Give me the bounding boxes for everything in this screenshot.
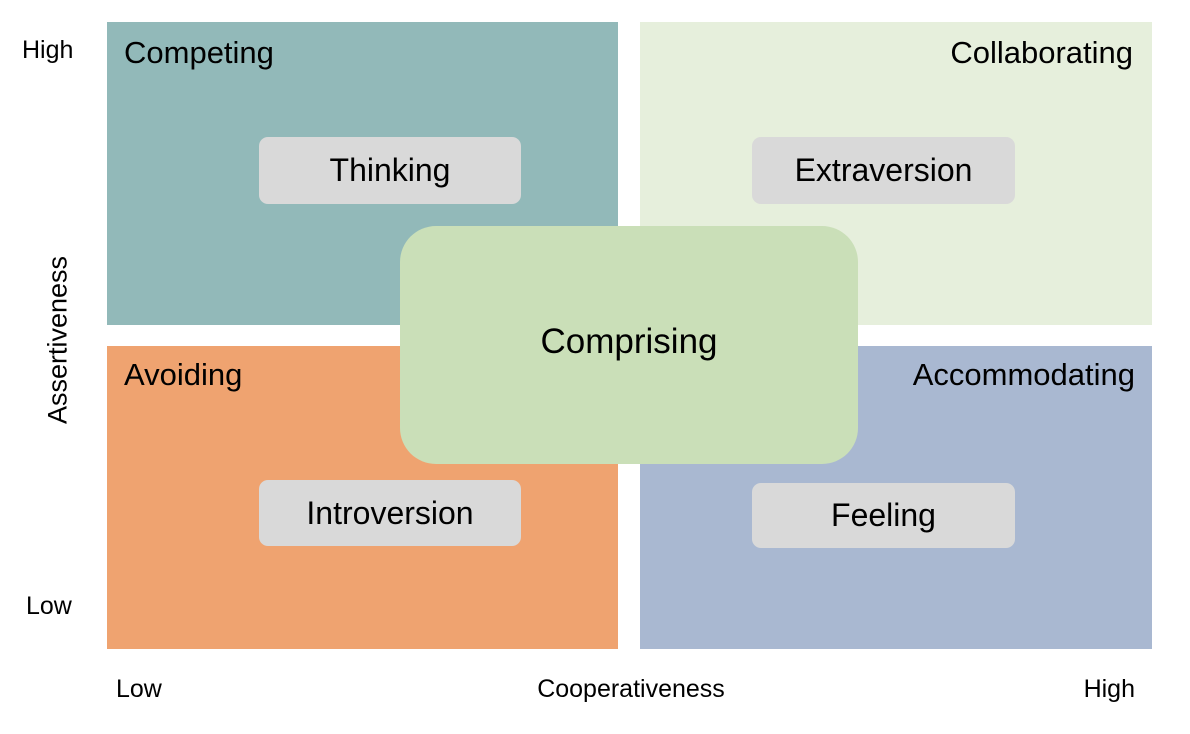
y-axis-title: Assertiveness (42, 255, 73, 425)
x-axis-title: Cooperativeness (537, 675, 725, 703)
center-comprising-box: Comprising (400, 226, 858, 464)
x-axis-low: Low (116, 675, 162, 703)
x-axis-high: High (1083, 675, 1135, 703)
y-axis-high: High (22, 36, 74, 64)
feeling-box: Feeling (752, 483, 1015, 548)
comprising-label: Comprising (540, 322, 718, 361)
introversion-box: Introversion (259, 480, 521, 546)
avoiding-label: Avoiding (124, 357, 243, 392)
extraversion-box: Extraversion (752, 137, 1015, 204)
y-axis-low: Low (26, 592, 72, 620)
thinking-box: Thinking (259, 137, 521, 204)
collaborating-label: Collaborating (950, 35, 1133, 70)
accommodating-label: Accommodating (912, 357, 1135, 392)
competing-label: Competing (124, 35, 274, 70)
